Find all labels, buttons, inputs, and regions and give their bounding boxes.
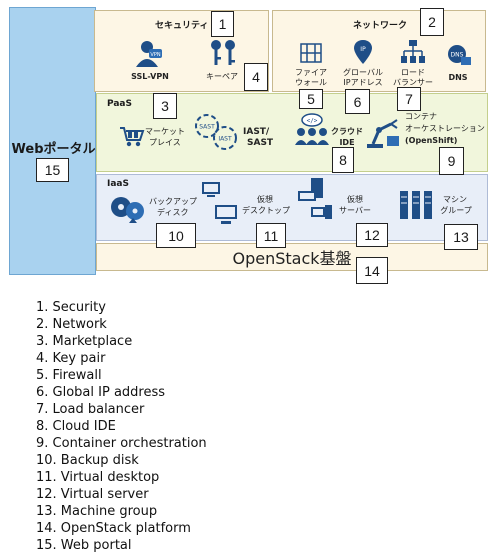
- security-title: セキュリティ: [155, 21, 209, 31]
- ssl-vpn-label: SSL-VPN: [131, 72, 169, 81]
- web-portal-column: Webポータル: [9, 7, 96, 275]
- load-balancer-label-2: バランサー: [393, 78, 433, 87]
- legend-item-11: 11. Virtual desktop: [36, 470, 160, 485]
- legend-item-1: 1. Security: [36, 300, 106, 315]
- virtual-desktop-label-2: デスクトップ: [242, 206, 290, 215]
- marketplace-icon: [120, 127, 145, 147]
- number-box-4: 4: [244, 63, 268, 91]
- container-orchestration-icon: [367, 119, 399, 148]
- backup-disk-label-1: バックアップ: [149, 197, 197, 206]
- virtual-server-label-1: 仮想: [347, 195, 363, 204]
- virtual-server-label-2: サーバー: [339, 206, 371, 215]
- machine-group-label-1: マシン: [443, 195, 467, 204]
- legend-item-3: 3. Marketplace: [36, 334, 133, 349]
- key-pair-label: キーペア: [206, 72, 238, 81]
- security-panel: セキュリティ VPN SSL-VPN キーペア: [94, 10, 269, 92]
- legend-item-6: 6. Global IP address: [36, 385, 166, 400]
- load-balancer-label-1: ロード: [401, 68, 425, 77]
- legend-item-7: 7. Load balancer: [36, 402, 145, 417]
- number-box-9: 9: [439, 147, 464, 175]
- vpn-badge-text: VPN: [150, 52, 160, 58]
- legend-item-15: 15. Web portal: [36, 538, 132, 553]
- container-label-2: オーケストレーション: [405, 124, 485, 133]
- legend-item-2: 2. Network: [36, 317, 107, 332]
- number-box-15: 15: [36, 158, 69, 182]
- iast-badge-text: IAST: [218, 136, 232, 143]
- legend-item-8: 8. Cloud IDE: [36, 419, 116, 434]
- container-label-1: コンテナ: [405, 112, 437, 121]
- svg-text:</>: </>: [307, 118, 318, 125]
- iaas-panel: IaaS バックアップ ディスク 仮想 デスクトップ 仮想 サーバー: [96, 174, 488, 241]
- number-box-11: 11: [256, 223, 286, 248]
- number-box-5: 5: [299, 89, 323, 109]
- global-ip-label-1: グローバル: [343, 68, 383, 77]
- marketplace-label-2: プレイス: [149, 138, 181, 147]
- backup-disk-icon: [111, 197, 144, 223]
- firewall-label-2: ウォール: [295, 78, 327, 87]
- number-box-1: 1: [211, 11, 234, 37]
- number-box-7: 7: [397, 87, 421, 111]
- legend-item-9: 9. Container orchestration: [36, 436, 207, 451]
- container-label-3: (OpenShift): [405, 136, 458, 145]
- iast-sast-icon: SAST IAST: [195, 114, 237, 150]
- number-box-8: 8: [332, 147, 354, 173]
- cloud-ide-icon: </>: [295, 113, 329, 145]
- marketplace-label-1: マーケット: [145, 127, 185, 136]
- legend-item-10: 10. Backup disk: [36, 453, 139, 468]
- ssl-vpn-icon: VPN: [136, 41, 162, 67]
- global-ip-label-2: IPアドレス: [343, 78, 383, 87]
- number-box-3: 3: [153, 93, 177, 119]
- number-box-2: 2: [420, 8, 444, 36]
- sast-label: SAST: [247, 138, 274, 148]
- key-pair-icon: [211, 40, 235, 65]
- number-box-13: 13: [444, 224, 478, 250]
- web-portal-label: Webポータル: [11, 142, 96, 157]
- firewall-label-1: ファイア: [295, 68, 327, 77]
- legend-item-14: 14. OpenStack platform: [36, 521, 191, 536]
- legend-item-13: 13. Machine group: [36, 504, 158, 519]
- legend-item-5: 5. Firewall: [36, 368, 102, 383]
- legend-item-4: 4. Key pair: [36, 351, 106, 366]
- number-box-14: 14: [356, 257, 388, 284]
- network-panel: ネットワーク ファイア ウォール IP グローバル IPアドレス ロード バラン…: [272, 10, 486, 92]
- dns-label: DNS: [448, 73, 468, 82]
- number-box-12: 12: [356, 223, 388, 247]
- openstack-label: OpenStack基盤: [232, 249, 352, 268]
- paas-title: PaaS: [107, 99, 132, 109]
- sast-badge-text: SAST: [199, 124, 215, 131]
- virtual-desktop-icon: [202, 182, 237, 224]
- dns-badge-text: DNS: [451, 52, 464, 59]
- firewall-icon: [300, 43, 322, 63]
- virtual-server-icon: [298, 178, 332, 219]
- machine-group-label-2: グループ: [440, 206, 472, 215]
- network-title: ネットワーク: [353, 21, 408, 31]
- global-ip-icon: IP: [354, 40, 372, 64]
- cloud-ide-label-1: クラウド: [331, 127, 363, 136]
- virtual-desktop-label-1: 仮想: [257, 195, 273, 204]
- iast-label: IAST/: [243, 127, 270, 137]
- load-balancer-icon: [401, 40, 425, 63]
- backup-disk-label-2: ディスク: [157, 208, 189, 217]
- ip-badge-text: IP: [360, 46, 366, 53]
- cloud-ide-label-2: IDE: [339, 138, 355, 147]
- number-box-6: 6: [345, 89, 370, 114]
- machine-group-icon: [400, 191, 432, 219]
- number-box-10: 10: [156, 223, 196, 248]
- iaas-title: IaaS: [107, 179, 129, 189]
- legend-item-12: 12. Virtual server: [36, 487, 149, 502]
- dns-icon: DNS: [448, 45, 471, 65]
